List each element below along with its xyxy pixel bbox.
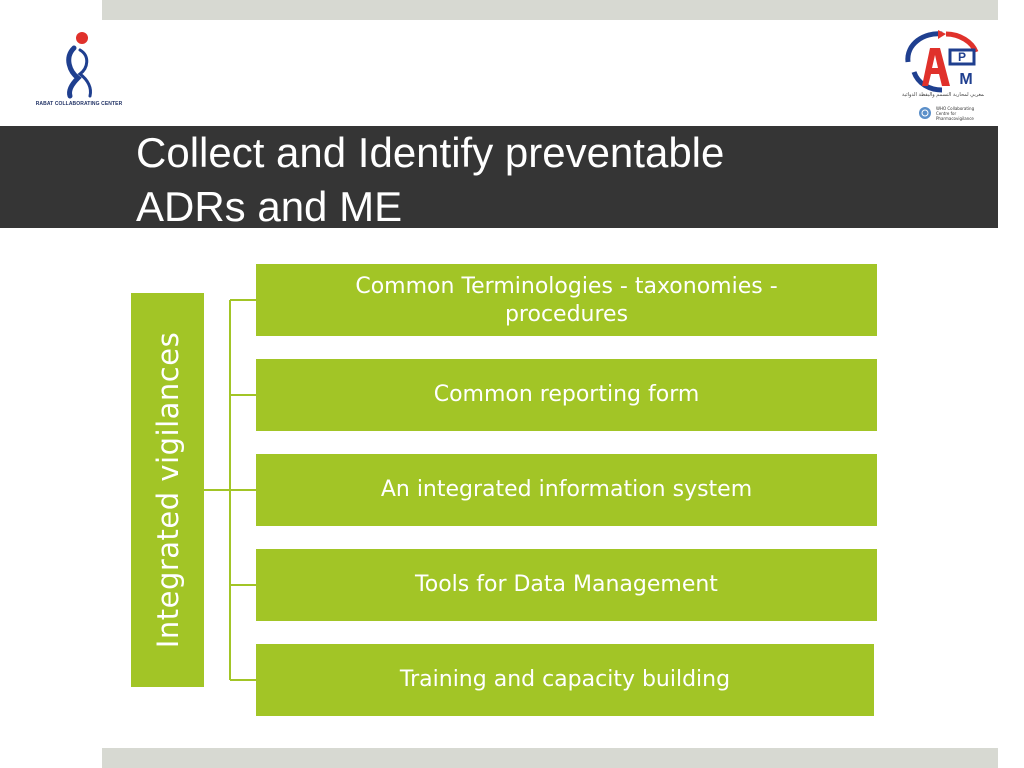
item-2-label: Common reporting form <box>433 382 700 407</box>
title-bar: Collect and Identify preventable ADRs an… <box>0 126 998 230</box>
top-decorative-strip <box>102 0 998 20</box>
item-4-label: Tools for Data Management <box>415 572 718 597</box>
rabat-center-logo: RABAT COLLABORATING CENTER <box>30 28 128 112</box>
rabat-logo-caption: RABAT COLLABORATING CENTER <box>35 101 123 107</box>
item-common-terminologies: Common Terminologies - taxonomies - proc… <box>256 264 877 336</box>
item-common-reporting-form: Common reporting form <box>256 359 877 431</box>
svg-text:M: M <box>959 71 972 88</box>
item-integrated-information-system: An integrated information system <box>256 454 877 526</box>
rabat-logo-icon <box>66 32 92 99</box>
item-training-capacity-building: Training and capacity building <box>256 644 874 716</box>
who-emblem-icon <box>919 107 931 119</box>
capm-arabic-text: المركز المغربي لمحاربة التسمم واليقظة ال… <box>902 92 984 98</box>
integrated-vigilances-box: Integrated vigilances <box>131 293 204 687</box>
capm-who-text: WHO Collaborating Centre for Pharmacovig… <box>936 106 975 121</box>
capm-logo-icon: P M <box>905 30 979 93</box>
slide-title-line-2: ADRs and ME <box>136 183 403 230</box>
item-3-label: An integrated information system <box>380 477 753 502</box>
slide-title-line-1: Collect and Identify preventable <box>136 129 725 176</box>
item-5-label: Training and capacity building <box>399 667 731 692</box>
capm-logo: P M المركز المغربي لمحاربة التسمم واليقظ… <box>900 28 986 122</box>
item-1-line-1: Common Terminologies - taxonomies - <box>355 274 778 299</box>
item-1-line-2: procedures <box>504 302 629 327</box>
item-tools-data-management: Tools for Data Management <box>256 549 877 621</box>
slide-title: Collect and Identify preventable ADRs an… <box>136 126 976 234</box>
svg-text:P: P <box>958 50 966 64</box>
bottom-decorative-strip <box>102 748 998 768</box>
